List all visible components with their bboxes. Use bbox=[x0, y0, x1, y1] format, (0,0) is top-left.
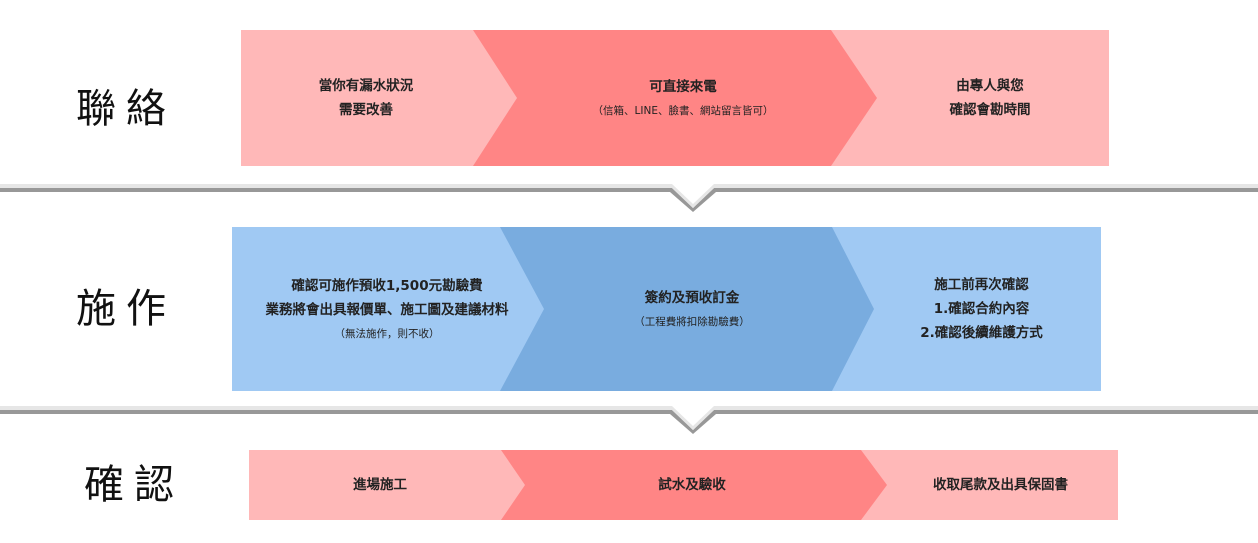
step-note: （工程費將扣除勘驗費） bbox=[634, 316, 750, 328]
step-note: （信箱、LINE、臉書、網站留言皆可） bbox=[592, 105, 774, 117]
stage-label-construction: 施作 bbox=[76, 286, 176, 332]
step-text-line: 可直接來電 bbox=[649, 79, 717, 95]
confirm-flow: 進場施工 試水及驗收 收取尾款及出具保固書 bbox=[249, 450, 1118, 520]
contact-step-2-shape bbox=[473, 30, 877, 166]
step-text-line: 確認可施作預收1,500元勘驗費 bbox=[291, 278, 483, 294]
step-text-line: 簽約及預收訂金 bbox=[644, 290, 740, 306]
step-text-line: 需要改善 bbox=[339, 102, 393, 118]
step-text-line: 收取尾款及出具保固書 bbox=[933, 477, 1068, 493]
step-text-line: 確認會勘時間 bbox=[949, 102, 1031, 118]
step-text-line: 業務將會出具報價單、施工圖及建議材料 bbox=[265, 302, 509, 318]
construction-flow-shapes bbox=[232, 227, 1101, 391]
confirm-step-2: 試水及驗收 bbox=[511, 450, 873, 520]
step-text-line: 當你有漏水狀況 bbox=[318, 78, 414, 94]
step-note: （無法施作，則不收） bbox=[334, 328, 440, 340]
construction-step-3: 施工前再次確認 1.確認合約內容 2.確認後續維護方式 bbox=[862, 227, 1101, 391]
stage-divider-1 bbox=[0, 184, 1258, 212]
construction-step-2-shape bbox=[500, 227, 874, 391]
stage-divider-2 bbox=[0, 406, 1258, 434]
stage-label-confirm: 確認 bbox=[84, 462, 184, 508]
construction-step-1: 確認可施作預收1,500元勘驗費 業務將會出具報價單、施工圖及建議材料 （無法施… bbox=[232, 227, 542, 391]
construction-flow: 確認可施作預收1,500元勘驗費 業務將會出具報價單、施工圖及建議材料 （無法施… bbox=[232, 227, 1101, 391]
contact-flow-shapes bbox=[241, 30, 1109, 166]
step-text-line: 施工前再次確認 bbox=[934, 277, 1029, 293]
step-text-line: 由專人與您 bbox=[956, 78, 1024, 94]
confirm-step-2-shape bbox=[501, 450, 887, 520]
step-text-line: 2.確認後續維護方式 bbox=[920, 325, 1043, 341]
confirm-step-1: 進場施工 bbox=[249, 450, 511, 520]
contact-step-1: 當你有漏水狀況 需要改善 bbox=[241, 30, 491, 166]
confirm-step-3: 收取尾款及出具保固書 bbox=[883, 450, 1118, 520]
step-text-line: 試水及驗收 bbox=[658, 477, 726, 493]
stage-label-contact: 聯絡 bbox=[76, 86, 176, 132]
contact-flow: 當你有漏水狀況 需要改善 可直接來電 （信箱、LINE、臉書、網站留言皆可） 由… bbox=[241, 30, 1109, 166]
construction-step-2: 簽約及預收訂金 （工程費將扣除勘驗費） bbox=[532, 227, 852, 391]
step-text-line: 1.確認合約內容 bbox=[933, 301, 1030, 317]
step-text-line: 進場施工 bbox=[353, 477, 407, 493]
contact-step-3: 由專人與您 確認會勘時間 bbox=[871, 30, 1109, 166]
contact-step-2: 可直接來電 （信箱、LINE、臉書、網站留言皆可） bbox=[503, 30, 863, 166]
confirm-flow-shapes bbox=[249, 450, 1118, 520]
